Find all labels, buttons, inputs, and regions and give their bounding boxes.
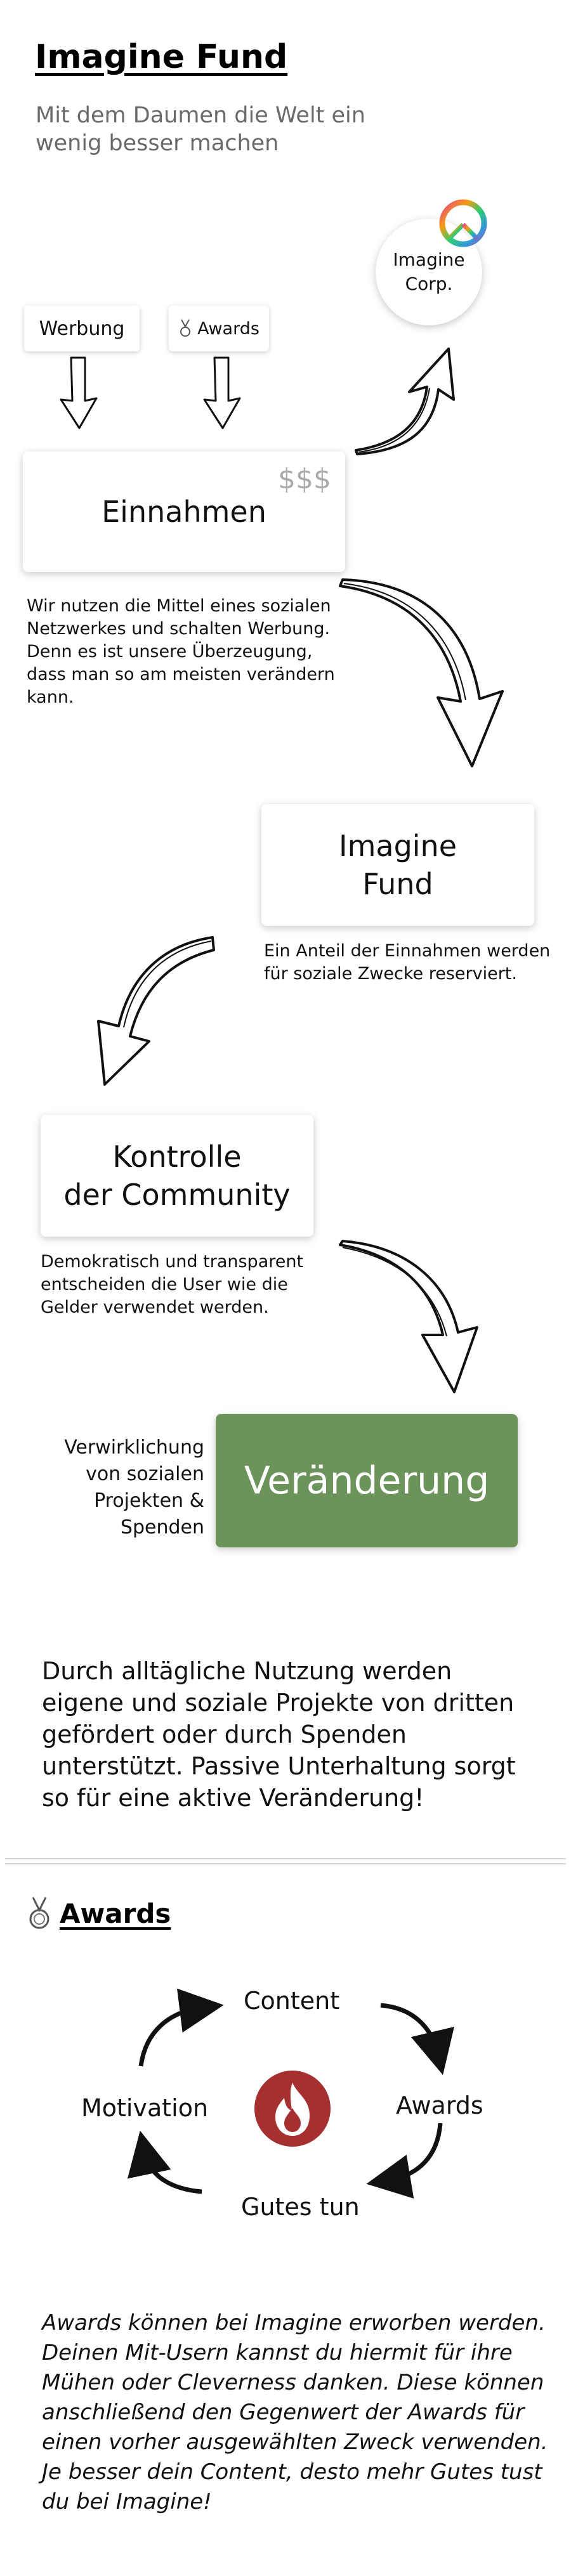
curved-down-arrow-icon — [339, 578, 504, 767]
fund-title-line1: Imagine — [339, 829, 457, 863]
curved-up-arrow-icon — [355, 348, 455, 455]
peace-sign-icon — [439, 199, 487, 247]
awards-label: Awards — [197, 318, 259, 339]
cycle-arrows — [127, 1988, 454, 2199]
section-divider — [5, 1863, 566, 1864]
cycle-arrow-icon — [127, 2130, 202, 2194]
page-title: Imagine Fund — [35, 38, 288, 76]
page-subtitle: Mit dem Daumen die Welt ein wenig besser… — [36, 103, 365, 156]
fire-icon — [254, 2071, 331, 2147]
corp-label-line2: Corp. — [405, 273, 453, 294]
einnahmen-description: Wir nutzen die Mittel eines sozialen Net… — [27, 596, 335, 707]
awards-pill: Awards — [169, 306, 269, 351]
veraenderung-card: Veränderung — [216, 1414, 518, 1547]
cycle-arrow-icon — [138, 1988, 224, 2067]
kontrolle-title-line1: Kontrolle — [112, 1140, 242, 1174]
einnahmen-title: Einnahmen — [102, 495, 266, 529]
cycle-arrow-icon — [380, 2003, 454, 2076]
medal-icon — [29, 1897, 49, 1929]
curved-down-right-arrow-icon — [339, 1240, 478, 1393]
kontrolle-description: Demokratisch und transparent entscheiden… — [41, 1252, 304, 1317]
veraenderung-title: Veränderung — [244, 1459, 490, 1503]
imagine-fund-card: Imagine Fund — [261, 804, 534, 926]
verwirklichung-text: Verwirklichung von sozialen Projekten & … — [64, 1436, 204, 1538]
corp-label-line1: Imagine — [393, 249, 465, 270]
section-divider — [5, 1858, 566, 1859]
cycle-arrow-icon — [366, 2123, 443, 2199]
kontrolle-card: Kontrolle der Community — [41, 1115, 313, 1237]
curved-down-left-arrow-icon — [97, 936, 215, 1086]
fund-description: Ein Anteil der Einnahmen werden für sozi… — [264, 941, 551, 984]
kontrolle-title-line2: der Community — [63, 1178, 291, 1212]
down-arrow-icon — [60, 356, 98, 429]
werbung-pill: Werbung — [24, 306, 140, 351]
awards-heading: Awards — [27, 1896, 171, 1930]
medal-icon — [180, 319, 191, 337]
fund-title-line2: Fund — [362, 867, 433, 901]
awards-section-title: Awards — [60, 1897, 171, 1929]
summary-text: Durch alltägliche Nutzung werden eigene … — [42, 1657, 516, 1812]
einnahmen-card: Einnahmen — [23, 452, 345, 572]
werbung-label: Werbung — [39, 317, 125, 340]
currency-mark: $$$ — [278, 463, 331, 495]
cycle-motivation-label: Motivation — [81, 2094, 209, 2122]
cycle-gutes-tun-label: Gutes tun — [241, 2193, 360, 2221]
awards-description: Awards können bei Imagine erworben werde… — [42, 2310, 548, 2514]
cycle-content-label: Content — [244, 1987, 340, 2015]
down-arrow-icon — [203, 356, 241, 429]
cycle-awards-label: Awards — [396, 2091, 483, 2119]
